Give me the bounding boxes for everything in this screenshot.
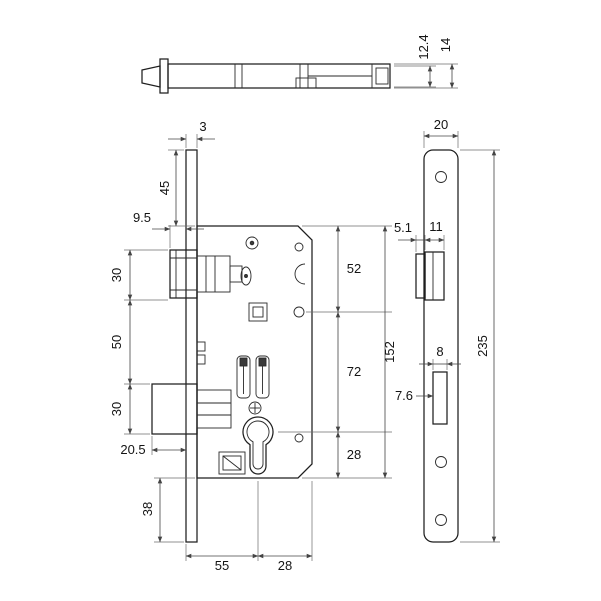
case-hole: [294, 242, 304, 252]
latch-bolt-tip-top: [141, 65, 161, 88]
dimension-case-to-plate-bottom: 38: [140, 477, 195, 543]
dim-label-faceplate-thickness: 3: [199, 119, 206, 134]
end-cap: [375, 67, 389, 85]
deadbolt-cutout: [432, 371, 448, 425]
dim-label-latch-lip: 5.1: [394, 220, 412, 235]
dimension-latch-protrusion: 9.5: [133, 210, 204, 248]
stop-block-hatch: [222, 455, 242, 471]
dimension-plate-width: 20: [423, 117, 459, 148]
latch-tail: [196, 255, 231, 293]
dim-label-bolt-cutout-width: 8: [436, 344, 443, 359]
stop-block: [218, 451, 246, 475]
dim-label-latch-span: 30: [109, 268, 124, 282]
stop-block-inner: [222, 455, 242, 471]
dim-label-case-to-plate-bottom: 38: [140, 502, 155, 516]
dim-label-center-to-back: 28: [278, 558, 292, 573]
spindle-square: [252, 306, 264, 318]
dim-label-plate-width: 20: [434, 117, 448, 132]
dimension-right-chain: 52 72 28 152: [278, 225, 397, 479]
dimension-body-height: 14: [394, 38, 458, 89]
body-detail: [295, 77, 317, 89]
deadbolt: [151, 383, 198, 435]
dimension-plate-height: 235: [460, 149, 500, 543]
dimension-bolt-cutout: 8 7.6: [395, 344, 461, 403]
dim-label-bolt-span: 30: [109, 402, 124, 416]
dim-label-spindle-to-cylinder: 72: [347, 364, 361, 379]
latch-bolt: [169, 249, 198, 299]
dim-label-latch-cutout-width: 11: [429, 219, 443, 234]
side-view: [415, 149, 459, 543]
dimension-backset: 55 28: [185, 481, 313, 573]
guide-pin: [244, 274, 248, 278]
euro-cylinder-outer: [242, 416, 274, 475]
spring-cap: [239, 357, 248, 367]
dimension-latch-cutout: 5.1 11: [394, 219, 445, 252]
faceplate-side: [423, 149, 459, 543]
screw-hole-top: [435, 171, 447, 183]
faceplate-front: [185, 149, 198, 543]
screw-hole-bottom: [435, 514, 447, 526]
dim-label-plate-top-to-case: 45: [157, 181, 172, 195]
lock-case: [196, 225, 313, 479]
dim-label-case-top-to-spindle: 52: [347, 261, 361, 276]
adjuster-screw-center: [249, 240, 255, 246]
latch-cutout: [424, 251, 445, 301]
screw-hole-mid: [435, 456, 447, 468]
dimension-plate-top-to-case: 45: [157, 149, 195, 227]
euro-cylinder-inner: [246, 420, 270, 470]
adjuster-screw: [245, 236, 259, 250]
dimension-latch-height: 12.4: [394, 34, 436, 88]
dim-label-bolt-throw: 20.5: [120, 442, 145, 457]
dim-label-backset: 55: [215, 558, 229, 573]
lock-body-top: [167, 63, 391, 89]
dimension-left-chain: 30 50 30: [109, 249, 168, 435]
dimension-bolt-throw: 20.5: [120, 436, 187, 457]
dimensions: 12.4 14 3 9.5 45: [109, 34, 500, 573]
faceplate-tab: [196, 354, 206, 365]
dim-label-bolt-cutout-offset: 7.6: [395, 388, 413, 403]
spring-hook: [294, 263, 306, 285]
faceplate-tab: [196, 341, 206, 352]
dim-label-latch-protrusion: 9.5: [133, 210, 151, 225]
dim-label-latch-height: 12.4: [416, 34, 431, 59]
dim-label-latch-to-bolt: 50: [109, 335, 124, 349]
dim-label-cylinder-to-case-bottom: 28: [347, 447, 361, 462]
spindle-follower: [248, 302, 268, 322]
dim-label-case-height: 152: [382, 341, 397, 363]
deadbolt-tail: [196, 389, 232, 429]
case-hole: [294, 433, 304, 443]
dimension-faceplate-thickness: 3: [168, 119, 215, 148]
dim-label-body-height: 14: [438, 38, 453, 52]
faceplate-top: [159, 58, 169, 94]
front-view: [151, 149, 313, 543]
dim-label-plate-height: 235: [475, 335, 490, 357]
fixing-screw: [248, 401, 262, 415]
case-hole: [293, 306, 305, 318]
latch-stem: [229, 265, 243, 283]
spring-slot: [236, 355, 251, 399]
spring-cap: [258, 357, 267, 367]
guide-slot: [240, 266, 252, 286]
top-view: [141, 58, 391, 94]
spring-slot: [255, 355, 270, 399]
